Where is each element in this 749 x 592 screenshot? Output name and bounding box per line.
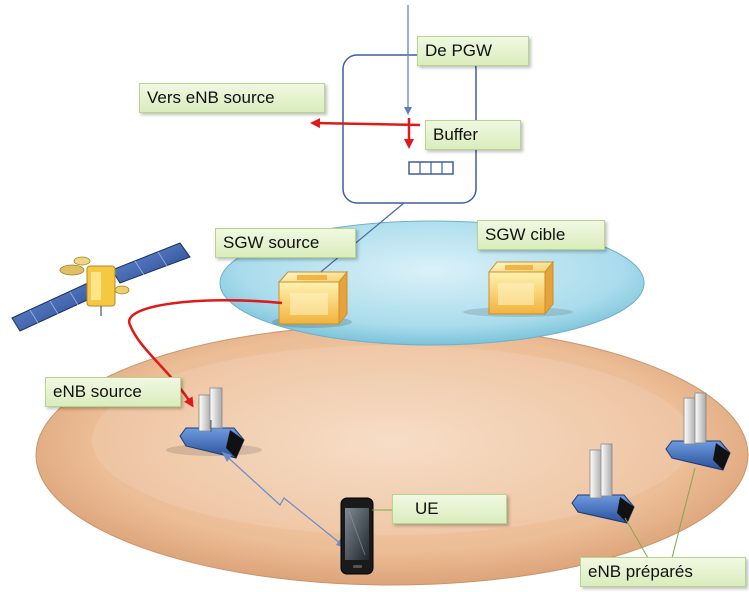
smartphone-icon xyxy=(340,497,374,575)
sgw-target-box-icon xyxy=(463,260,573,317)
enb-prepared-antenna-icon-2 xyxy=(665,392,731,471)
label-ue: UE xyxy=(392,494,507,524)
label-sgw-source: SGW source xyxy=(215,228,356,258)
enb-prepared-connector-1 xyxy=(624,517,649,559)
label-de-pgw: De PGW xyxy=(417,36,529,66)
label-enb-source: eNB source xyxy=(45,377,181,407)
label-buffer: Buffer xyxy=(425,120,521,150)
buffer-queue-icon xyxy=(408,161,454,175)
label-enb-prepares: eNB préparés xyxy=(580,557,746,587)
sgw-source-box-icon xyxy=(272,270,352,328)
satellite-icon xyxy=(11,242,191,332)
label-vers-enb-source: Vers eNB source xyxy=(139,83,325,113)
enb-source-antenna-icon xyxy=(166,387,262,459)
enb-prepared-antenna-icon-1 xyxy=(571,443,635,524)
label-sgw-cible: SGW cible xyxy=(477,220,605,250)
enb-prepared-connector-2 xyxy=(671,467,696,559)
enb-zone-highlight xyxy=(92,345,692,535)
forward-to-enb-arrow xyxy=(310,118,421,129)
satellite-link-arrow xyxy=(127,299,283,408)
